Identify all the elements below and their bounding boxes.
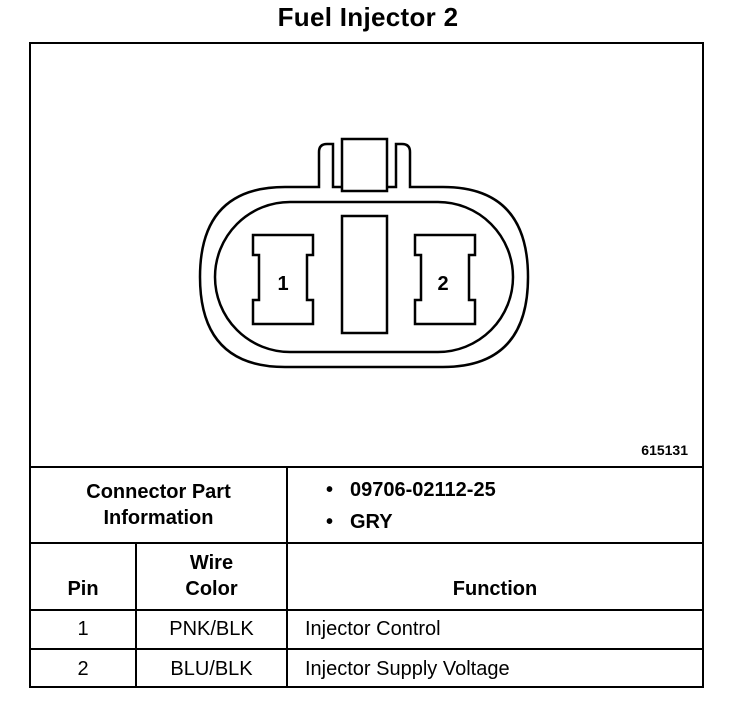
part-number-item: • 09706-02112-25	[326, 477, 496, 503]
row-1-bottom-border	[29, 648, 704, 650]
header-wire-color-line1: Wire	[189, 552, 234, 574]
row-2-wire-color: BLU/BLK	[170, 658, 253, 680]
cavity-1-label: 1	[277, 273, 288, 295]
connector-color-item: • GRY	[326, 509, 393, 535]
part-info-divider	[286, 466, 288, 688]
cavity-2-label: 2	[437, 273, 448, 295]
connector-center-key	[340, 214, 389, 335]
part-number-value: 09706-02112-25	[350, 479, 496, 501]
row-2-pin: 2	[77, 658, 89, 680]
header-pin: Pin	[67, 578, 99, 600]
header-bottom-border	[29, 609, 704, 611]
bullet-2: •	[326, 511, 334, 533]
diagram-frame	[29, 42, 704, 688]
cavity-2-outline	[413, 233, 477, 326]
connector-outer-shell	[198, 142, 530, 369]
part-info-label-line1: Connector Part	[86, 481, 231, 503]
connector-latch-tab	[340, 137, 389, 193]
header-wire-color-line2: Color	[185, 578, 238, 600]
pin-column-divider	[135, 542, 137, 688]
connector-diagram-area: 1 2 615131	[29, 42, 704, 466]
connector-drawing: 1 2	[198, 137, 530, 369]
diagram-title: Fuel Injector 2	[277, 2, 459, 32]
row-2-function: Injector Supply Voltage	[305, 658, 510, 680]
row-1-pin: 1	[77, 618, 89, 640]
bullet-1: •	[326, 479, 334, 501]
table-top-border	[29, 466, 704, 468]
connector-inner-contour	[213, 200, 515, 354]
cavity-1-outline	[251, 233, 315, 326]
part-info-bottom-border	[29, 542, 704, 544]
figure-number: 615131	[641, 442, 688, 458]
part-info-label: Connector Part Information	[31, 479, 286, 531]
header-function: Function	[452, 578, 538, 600]
header-wire-color: Wire Color	[137, 550, 286, 602]
row-1-function: Injector Control	[305, 618, 441, 640]
connector-color-value: GRY	[350, 511, 393, 533]
row-1-wire-color: PNK/BLK	[169, 618, 254, 640]
part-info-label-line2: Information	[103, 507, 214, 529]
